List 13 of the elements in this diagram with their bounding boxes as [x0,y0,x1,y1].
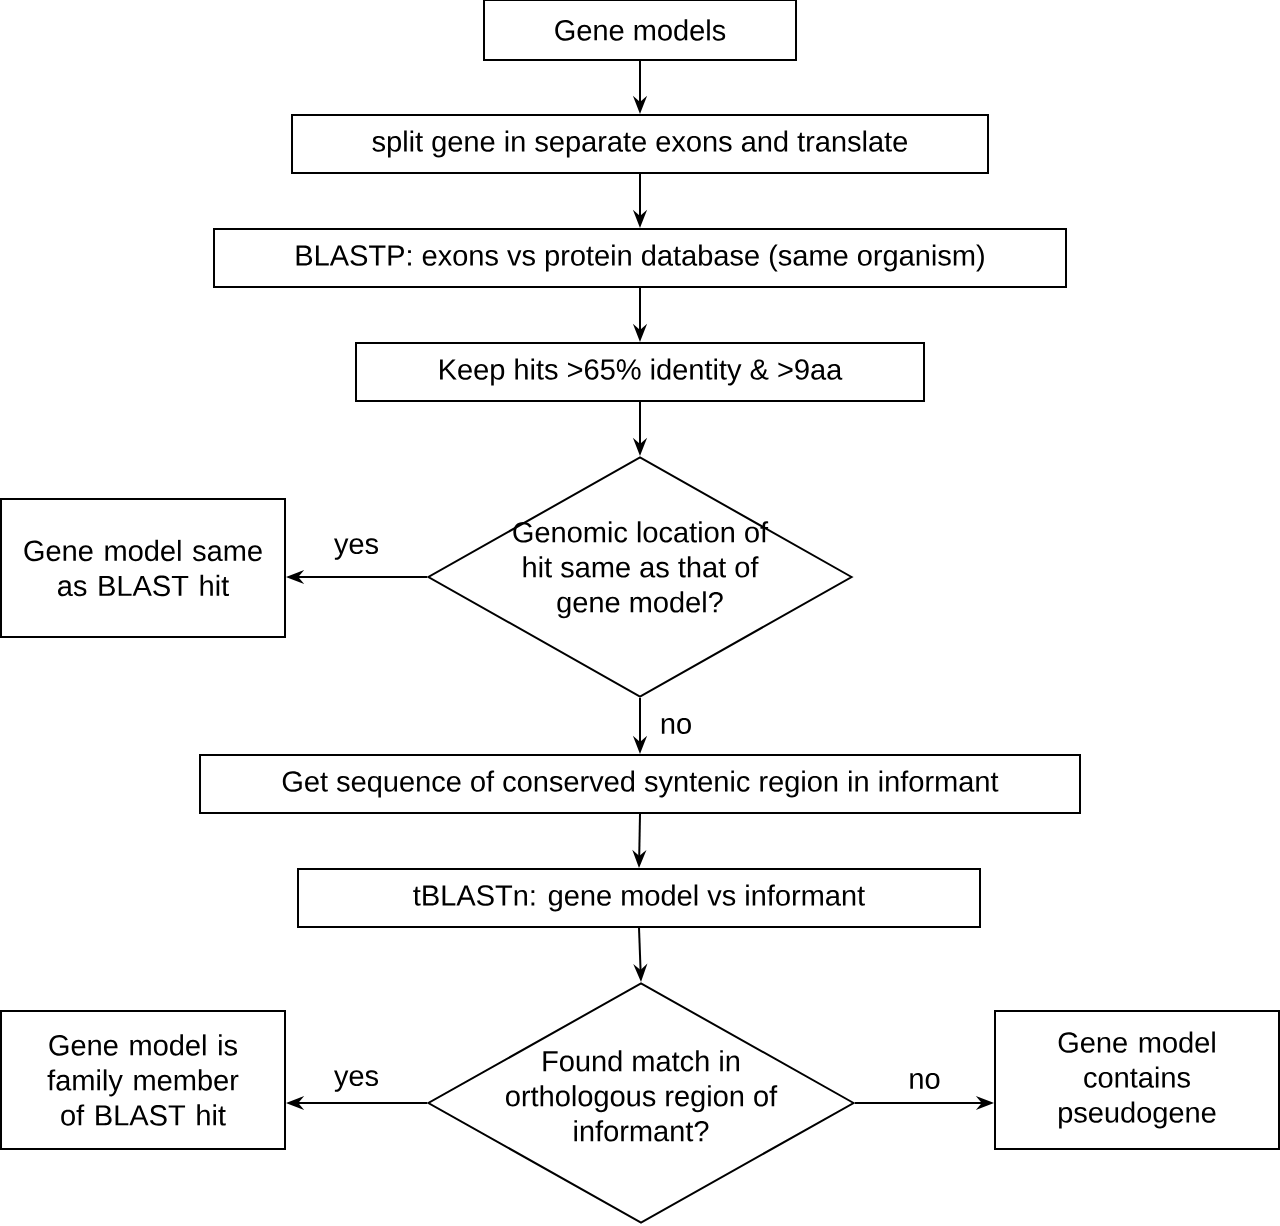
process-box: Keep hits >65% identity & >9aa [355,342,925,402]
process-box: Gene model is family member of BLAST hit [0,1010,286,1150]
process-box: Gene models [483,0,797,61]
process-box: Gene model same as BLAST hit [0,498,286,638]
edge-label: no [657,716,695,736]
edge-label: yes [331,536,382,562]
edge-label: yes [331,1068,382,1094]
process-box: BLASTP: exons vs protein database (same organism) [213,228,1067,288]
process-box: Get sequence of conserved syntenic region in informant [199,754,1081,814]
process-box: split gene in separate exons and translate [291,114,989,174]
process-box: tBLASTn: gene model vs informant [297,868,981,928]
edge-label: no [906,1071,943,1091]
process-box: Gene model contains pseudogene [994,1010,1280,1150]
